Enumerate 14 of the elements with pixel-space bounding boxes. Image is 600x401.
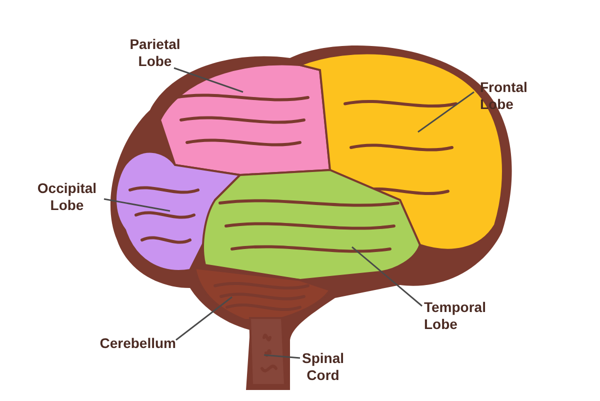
part-label: Parietal Lobe (120, 36, 190, 70)
occipital-lobe-region (114, 150, 241, 272)
leader-line (174, 67, 244, 93)
leader-line (264, 354, 300, 359)
temporal-lobe-region (202, 169, 421, 281)
spinal-cord-region (248, 317, 286, 386)
part-label: Temporal Lobe (424, 299, 494, 333)
cerebellum-region (194, 267, 331, 321)
part-label: Occipital Lobe (34, 180, 100, 214)
leader-line (418, 91, 474, 133)
leader-line (352, 246, 422, 307)
leader-line (176, 296, 232, 341)
part-label: Spinal Cord (300, 350, 346, 384)
part-label: Cerebellum (92, 335, 176, 352)
